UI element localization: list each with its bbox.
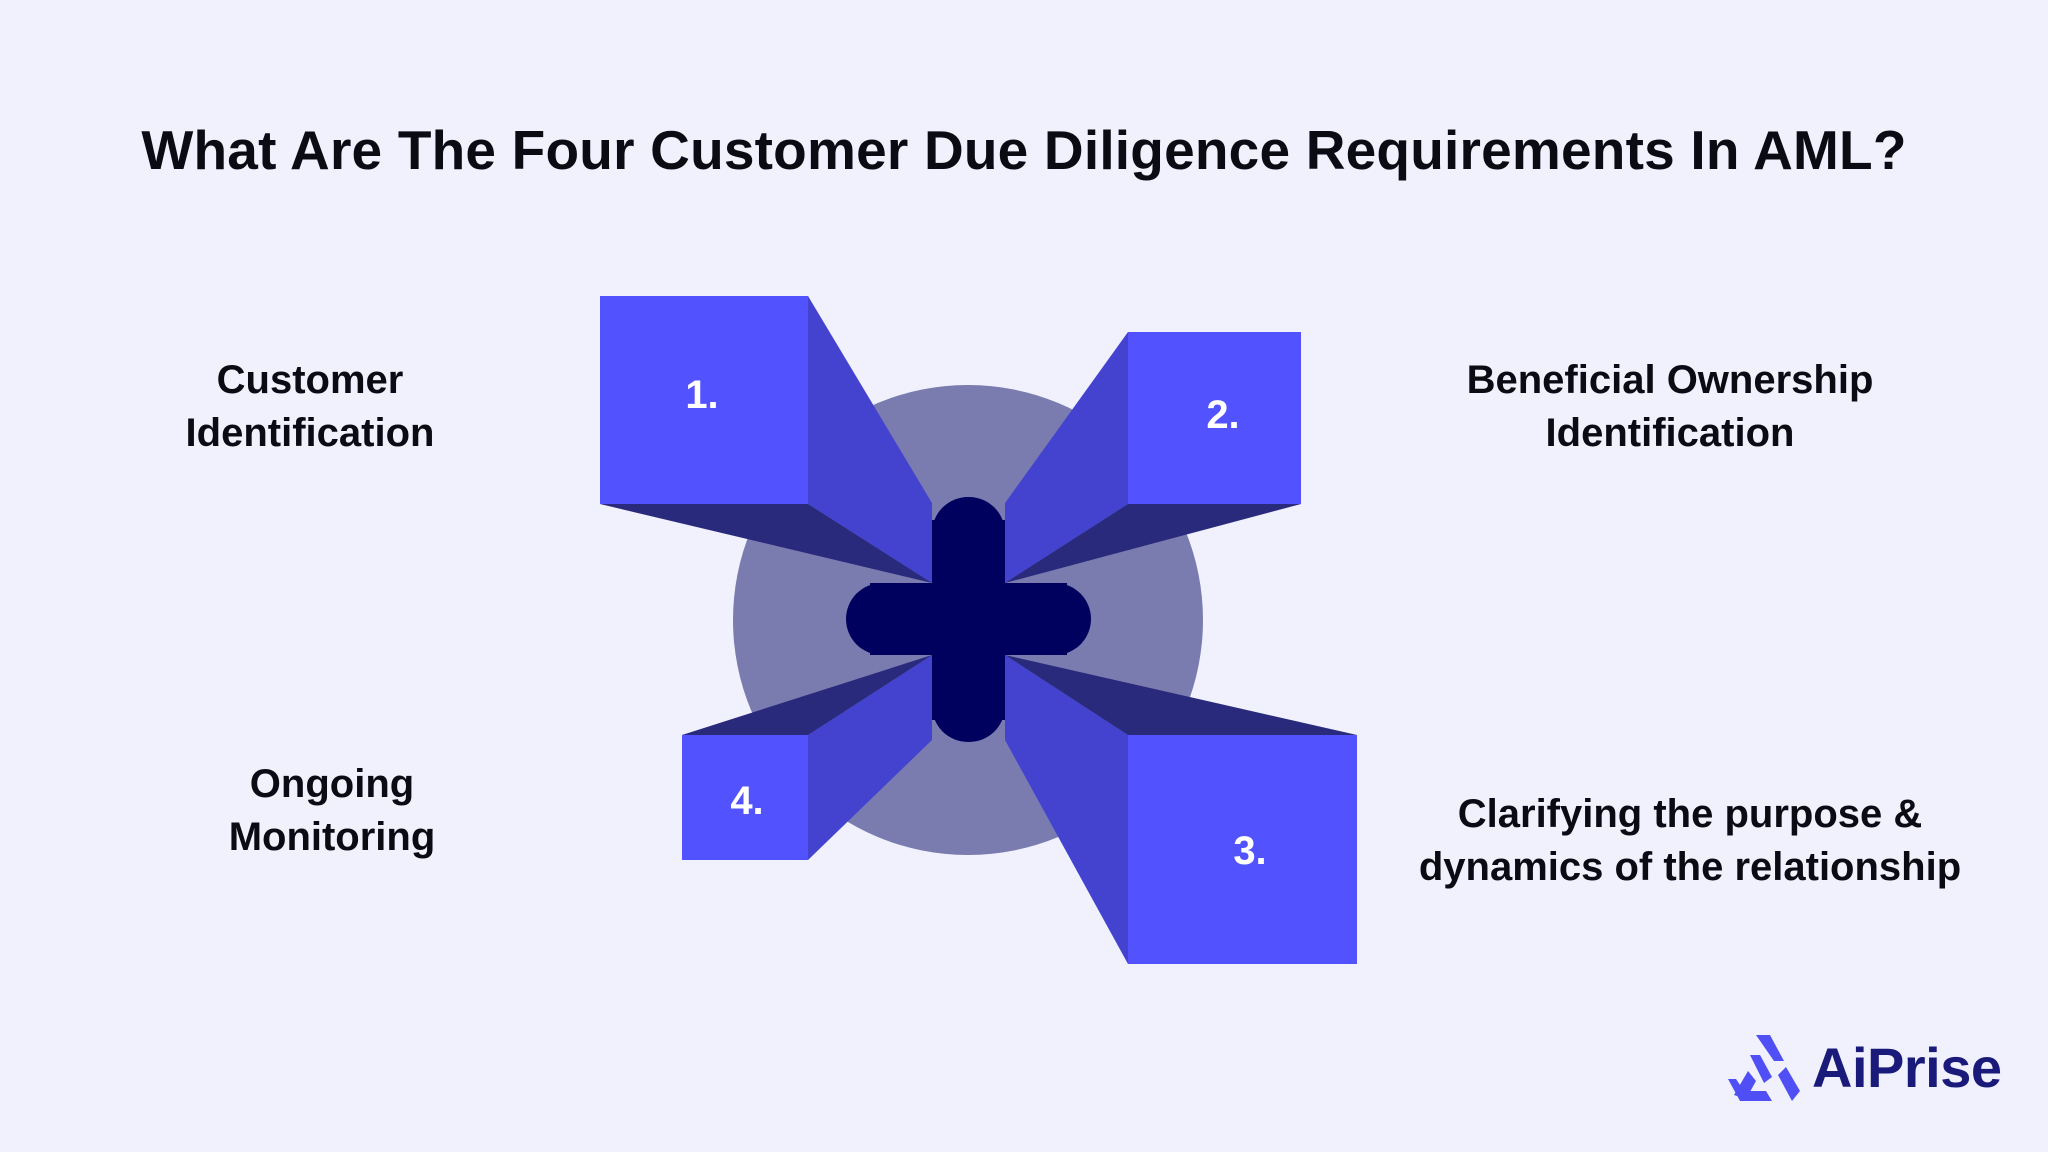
block-2-face — [1128, 332, 1301, 504]
block-4-shadow — [682, 655, 932, 735]
block-1: 1. — [600, 296, 932, 583]
block-2-side — [1005, 332, 1128, 583]
block-3-side — [1005, 655, 1128, 964]
block-3: 3. — [1005, 655, 1357, 964]
block-3-shadow — [1005, 655, 1357, 735]
block-2: 2. — [1005, 332, 1301, 583]
label-line: Customer — [216, 358, 404, 402]
block-3-number: 3. — [1233, 829, 1266, 873]
label-line: Clarifying the purpose & — [1457, 792, 1923, 836]
block-2-number: 2. — [1206, 393, 1239, 437]
center-cross — [846, 497, 1091, 742]
block-1-number: 1. — [685, 373, 718, 417]
block-4: 4. — [682, 655, 932, 860]
aiprise-logo-icon — [1728, 1035, 1800, 1101]
block-4-number: 4. — [730, 779, 763, 823]
block-1-side — [808, 296, 932, 583]
block-3-face — [1128, 735, 1357, 964]
label-line: Identification — [1545, 411, 1795, 455]
label-customer-identification: Customer Identification — [140, 354, 480, 460]
label-line: Identification — [185, 411, 435, 455]
label-line: Beneficial Ownership — [1466, 358, 1874, 402]
block-4-face — [682, 735, 808, 860]
label-ongoing-monitoring: Ongoing Monitoring — [162, 758, 502, 864]
page-title: What Are The Four Customer Due Diligence… — [141, 119, 1907, 181]
block-1-face — [600, 296, 808, 504]
label-line: dynamics of the relationship — [1418, 845, 1962, 889]
label-beneficial-ownership: Beneficial Ownership Identification — [1410, 354, 1930, 460]
block-1-shadow — [600, 504, 932, 583]
cross-core-h — [870, 583, 1067, 655]
block-4-side — [808, 655, 932, 860]
label-line: Monitoring — [228, 815, 436, 859]
label-line: Ongoing — [249, 762, 415, 806]
label-purpose-relationship: Clarifying the purpose & dynamics of the… — [1380, 788, 2000, 894]
logo-text: AiPrise — [1812, 1035, 2002, 1099]
block-2-shadow — [1005, 504, 1301, 583]
aiprise-logo: AiPrise — [1726, 1030, 2002, 1104]
